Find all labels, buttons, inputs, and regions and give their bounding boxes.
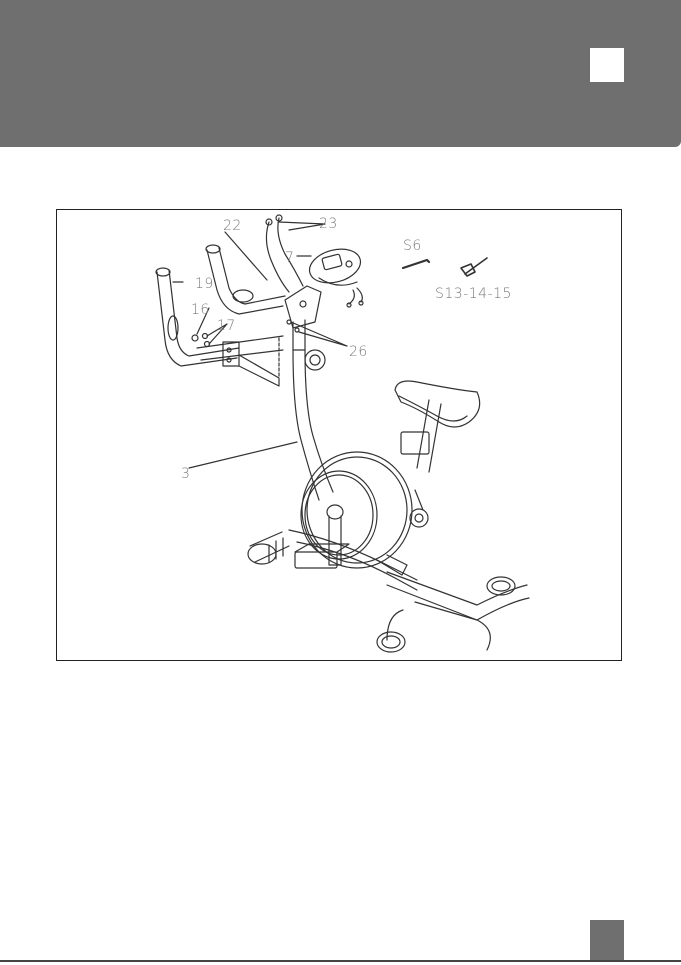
mounting-plate: [223, 342, 239, 366]
label-s6: S6: [403, 238, 422, 254]
bolt-26b: [295, 328, 299, 332]
grip-pad-left: [168, 316, 178, 340]
page-number-box: [590, 920, 624, 960]
grip-pad-right: [233, 290, 253, 302]
tool-hex-key: [403, 260, 429, 268]
handlebar-crossbar: [197, 336, 283, 360]
label-26: 26: [349, 344, 368, 360]
seat-adjust-block: [401, 432, 429, 454]
foot-cap-left: [377, 632, 405, 652]
label-17: 17: [217, 318, 236, 334]
label-s13-14-15: S13-14-15: [435, 286, 512, 302]
label-16: 16: [191, 302, 210, 318]
assembly-figure: 22 23 7 19 16 17 26 3 S6 S13-14-15: [56, 209, 622, 661]
label-3: 3: [181, 466, 190, 482]
console-screen: [322, 254, 342, 270]
label-22: 22: [223, 218, 242, 234]
foot-cap-right: [487, 577, 515, 595]
label-7: 7: [285, 250, 294, 266]
bolt-16: [192, 335, 198, 341]
footer-rule: [0, 960, 681, 962]
flywheel-housing: [302, 452, 412, 568]
upright-tube: [293, 350, 319, 500]
label-23: 23: [319, 216, 338, 232]
handlebar-knob: [305, 350, 325, 370]
exercise-bike-drawing: 22 23 7 19 16 17 26 3 S6 S13-14-15: [57, 210, 623, 662]
section-marker-square: [590, 48, 624, 82]
seat: [395, 381, 480, 427]
label-19: 19: [195, 276, 214, 292]
console: [306, 244, 365, 288]
header-band: [0, 0, 681, 147]
seat-knob: [410, 509, 428, 527]
tool-wrench: [461, 258, 487, 276]
handlebar-stem: [293, 320, 305, 350]
